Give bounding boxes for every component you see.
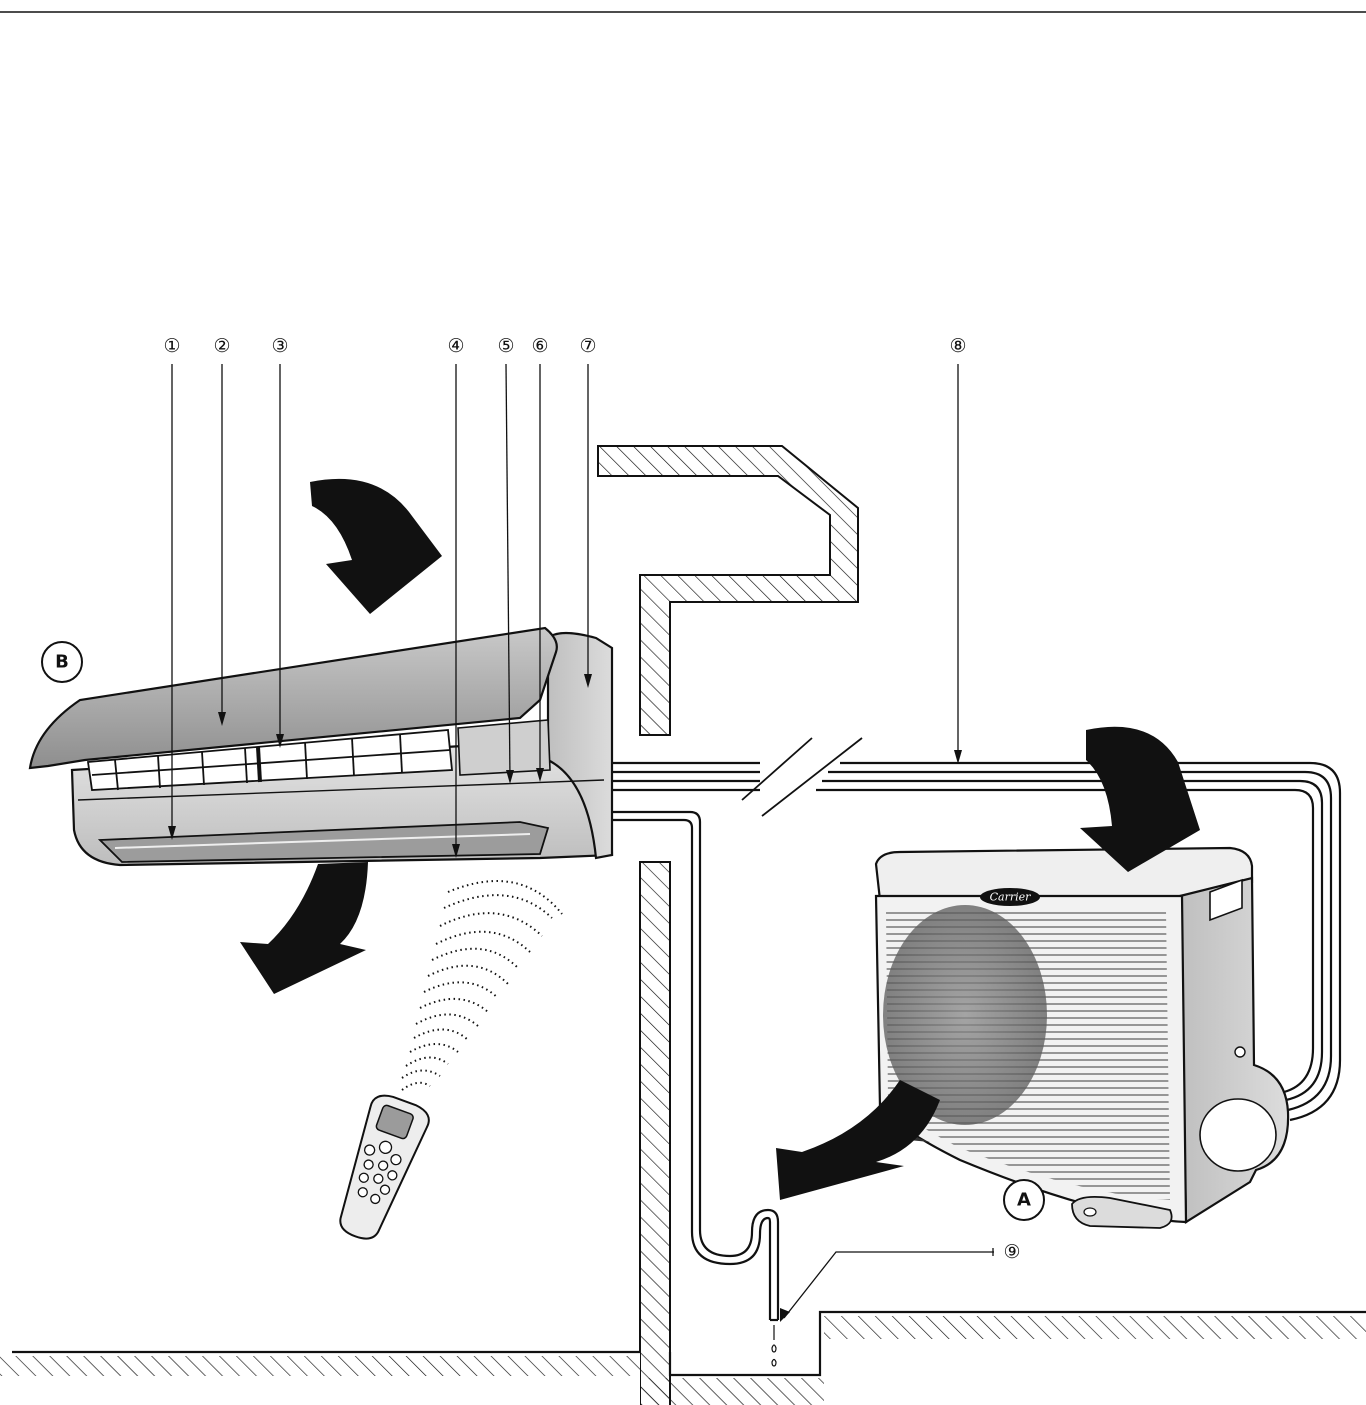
valve-cover — [1199, 1098, 1277, 1172]
indoor-front-panel — [28, 626, 558, 770]
airflow-arrows — [240, 478, 1200, 1200]
drain-hose — [612, 810, 780, 1322]
svg-text:B: B — [55, 652, 69, 673]
lower-wall-section — [639, 861, 671, 1405]
callout-4: ④ — [447, 335, 464, 357]
trench-hatch — [640, 1378, 824, 1405]
left-ground-hatch — [0, 1356, 640, 1376]
callout-8: ⑧ — [949, 335, 966, 357]
upper-wall-section — [597, 445, 859, 736]
infrared-signal-waves — [401, 880, 563, 1091]
callout-1: ① — [163, 335, 180, 357]
indoor-outlet-arrow — [240, 862, 368, 994]
callout-5: ⑤ — [497, 335, 514, 357]
unit-label-b: B — [41, 641, 83, 683]
brand-badge — [980, 888, 1040, 906]
callout-7: ⑦ — [579, 335, 596, 357]
callout-2: ② — [213, 335, 230, 357]
wall-and-ground — [0, 445, 1366, 1405]
outdoor-fan — [883, 905, 1047, 1125]
indoor-intake-arrow — [310, 478, 442, 614]
drain-trench — [668, 1310, 1366, 1377]
indoor-unit — [28, 626, 614, 867]
remote-control — [339, 1094, 430, 1240]
outdoor-unit: Carrier — [874, 846, 1290, 1229]
side-handle — [1209, 878, 1243, 922]
callout-9: ⑨ — [1003, 1241, 1020, 1263]
callout-leaders — [168, 363, 994, 1322]
outdoor-unit-top — [874, 846, 1254, 902]
remote-screen — [375, 1104, 414, 1140]
refrigerant-pipes — [612, 737, 1342, 1122]
outdoor-outlet-arrow — [776, 1080, 940, 1200]
callout-3: ③ — [271, 335, 288, 357]
air-filters — [86, 729, 453, 791]
right-ground-hatch — [824, 1316, 1366, 1342]
water-drops — [771, 1325, 777, 1367]
outdoor-foot — [1071, 1195, 1173, 1229]
callout-6: ⑥ — [531, 335, 548, 357]
indoor-unit-end-cap — [546, 631, 614, 860]
air-outlet-louver — [97, 821, 550, 863]
unit-label-a: A — [1003, 1179, 1045, 1221]
outdoor-intake-arrow — [1080, 726, 1200, 872]
svg-text:A: A — [1017, 1190, 1031, 1211]
display-panel — [457, 719, 551, 776]
brand-name: Carrier — [990, 891, 1032, 904]
